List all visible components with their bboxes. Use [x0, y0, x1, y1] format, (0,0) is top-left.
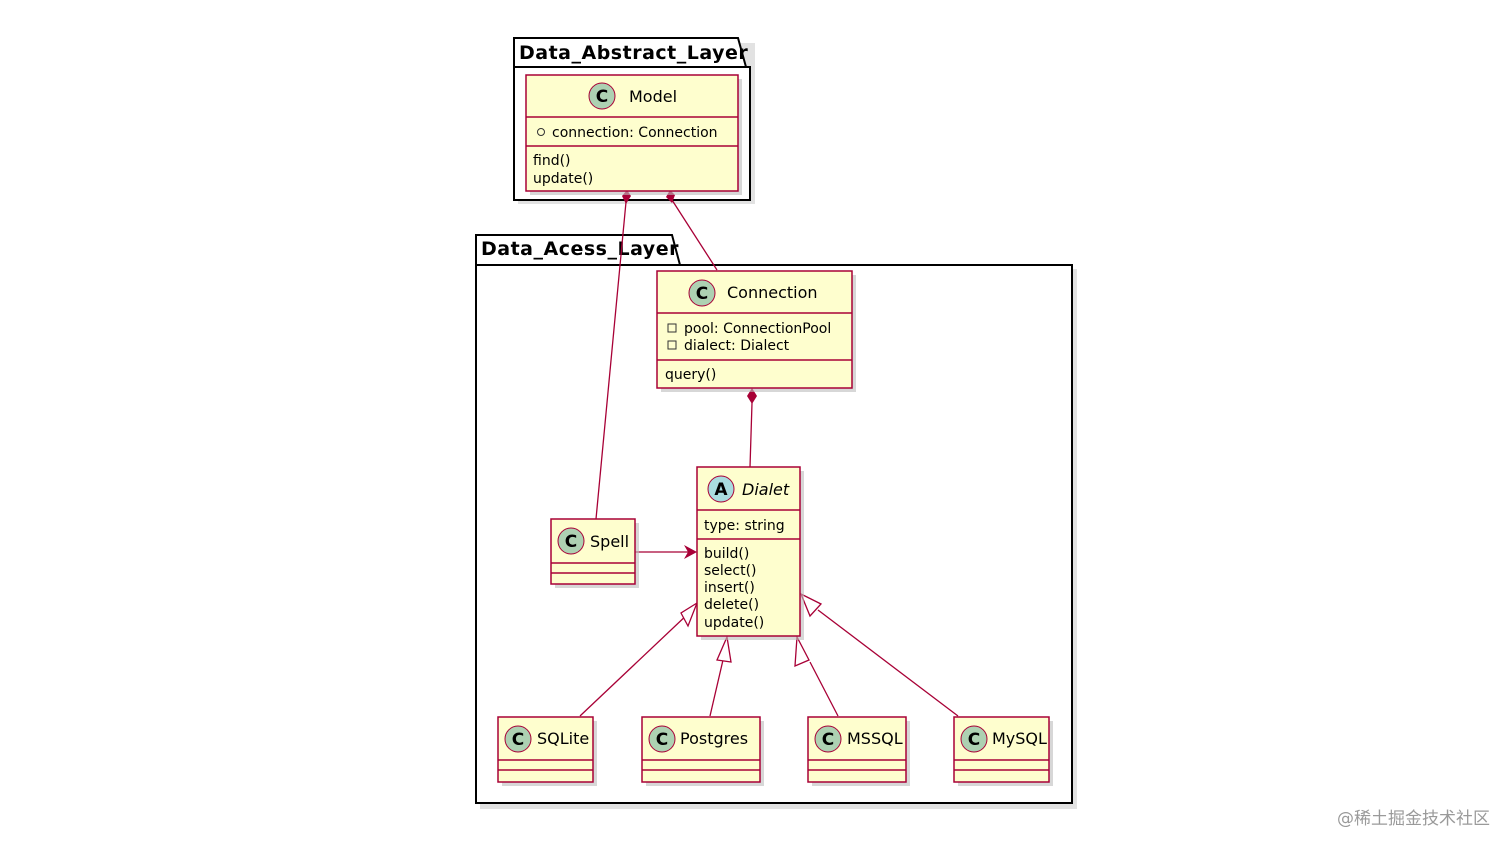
triangle-mssql [794, 634, 810, 668]
package-label-access: Data_Acess_Layer [481, 238, 679, 260]
arrowhead-spell-dialet [684, 545, 697, 559]
relation-model-spell [595, 201, 627, 520]
inheritance-triangles [680, 592, 823, 668]
class-name-sqlite: SQLite [537, 729, 589, 748]
method-update: update() [533, 171, 593, 187]
package-label-abstract: Data_Abstract_Layer [519, 42, 748, 64]
relations [579, 199, 959, 717]
method-insert: insert() [704, 580, 755, 596]
field-type: type: string [704, 518, 785, 534]
class-dialet[interactable]: A Dialet type: string build() select() i… [696, 466, 804, 640]
class-spell[interactable]: C Spell [550, 518, 639, 588]
method-select: select() [704, 563, 757, 579]
relation-model-connection [671, 199, 718, 271]
field-pool: pool: ConnectionPool [684, 321, 831, 337]
class-name-mysql: MySQL [992, 729, 1047, 748]
class-c-icon [648, 725, 676, 753]
class-model[interactable]: C Model connection: Connection find() up… [525, 74, 742, 195]
class-sqlite[interactable]: C SQLite [497, 716, 597, 786]
private-visibility-icon [667, 323, 677, 333]
private-visibility-icon [667, 340, 677, 350]
svg-text:C: C [656, 730, 668, 750]
field-connection: connection: Connection [552, 125, 718, 141]
class-c-icon [688, 279, 716, 307]
class-connection[interactable]: C Connection pool: ConnectionPool dialec… [656, 270, 856, 392]
public-visibility-icon [537, 128, 545, 136]
relation-mssql-dialet [809, 661, 839, 717]
method-find: find() [533, 153, 571, 169]
class-name-mssql: MSSQL [847, 729, 903, 748]
triangle-sqlite [680, 601, 699, 628]
method-build: build() [704, 546, 749, 562]
class-name-dialet: Dialet [742, 480, 790, 499]
method-query: query() [665, 367, 716, 383]
svg-text:C: C [512, 730, 524, 750]
triangle-mysql [799, 592, 823, 618]
method-delete: delete() [704, 597, 759, 613]
watermark-text: @稀土掘金技术社区 [1337, 809, 1490, 829]
class-c-icon [814, 725, 842, 753]
class-postgres[interactable]: C Postgres [641, 716, 764, 786]
field-dialect: dialect: Dialect [684, 338, 790, 354]
class-mysql[interactable]: C MySQL [953, 716, 1053, 786]
relation-sqlite-dialet [579, 611, 691, 717]
class-name-connection: Connection [727, 283, 818, 302]
class-mssql[interactable]: C MSSQL [807, 716, 910, 786]
class-c-icon [960, 725, 988, 753]
svg-text:A: A [714, 480, 728, 500]
triangle-postgres [716, 634, 732, 663]
class-name-model: Model [629, 87, 677, 106]
svg-text:C: C [822, 730, 834, 750]
class-c-icon [557, 527, 585, 555]
class-name-postgres: Postgres [680, 729, 748, 748]
svg-text:C: C [565, 532, 577, 552]
svg-text:C: C [968, 730, 980, 750]
svg-text:C: C [596, 87, 608, 107]
abstract-a-icon [707, 475, 735, 503]
relation-postgres-dialet [709, 659, 724, 717]
class-c-icon [588, 82, 616, 110]
relation-connection-dialet [749, 402, 753, 468]
class-c-icon [504, 725, 532, 753]
svg-text:C: C [696, 284, 708, 304]
relation-mysql-dialet [817, 609, 959, 717]
class-name-spell: Spell [590, 532, 629, 551]
method-update: update() [704, 615, 764, 631]
